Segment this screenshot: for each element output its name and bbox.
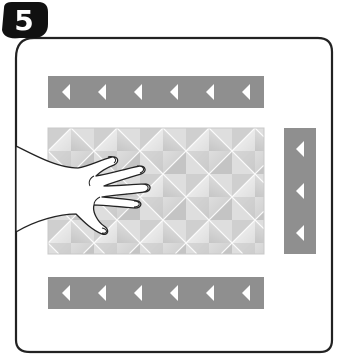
bottom-arrow-strip	[48, 277, 264, 309]
step-number: 5	[14, 4, 33, 37]
top-arrow-strip	[48, 76, 264, 108]
step-badge: 5	[2, 2, 48, 38]
side-arrow-strip	[284, 128, 316, 254]
